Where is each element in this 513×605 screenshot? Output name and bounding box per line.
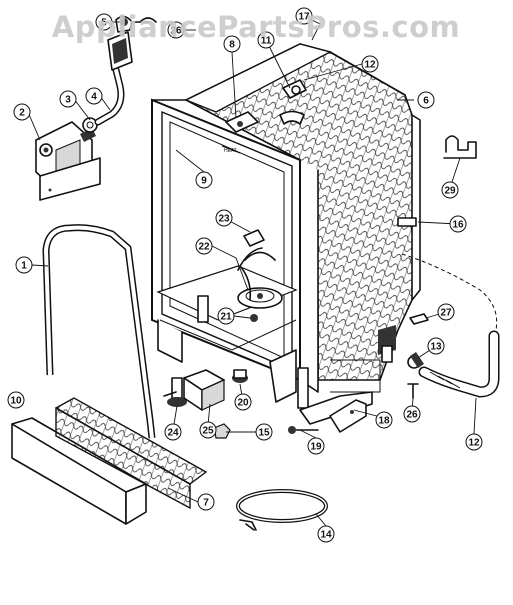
- svg-text:12: 12: [468, 438, 480, 449]
- callout-13: 13: [427, 337, 445, 355]
- callout-4: 4: [85, 87, 103, 105]
- fill-funnel-assembly: [107, 15, 157, 71]
- svg-text:4: 4: [91, 92, 97, 103]
- svg-text:20: 20: [237, 398, 249, 409]
- callout-10: 10: [7, 391, 25, 409]
- svg-text:26: 26: [406, 410, 418, 421]
- svg-text:10: 10: [10, 396, 22, 407]
- svg-text:11: 11: [261, 36, 272, 47]
- nut-part: [213, 423, 231, 439]
- svg-text:6: 6: [423, 96, 429, 107]
- svg-text:29: 29: [444, 186, 456, 197]
- svg-text:22: 22: [198, 242, 210, 253]
- callout-8: 8: [223, 35, 241, 53]
- callout-2: 2: [13, 103, 31, 121]
- callout-11: 11: [257, 31, 275, 49]
- callout-22: 22: [195, 237, 213, 255]
- callout-5: 5: [95, 13, 113, 31]
- callout-12-top: 12: [361, 55, 379, 73]
- callout-1: 1: [15, 256, 33, 274]
- svg-text:15: 15: [258, 428, 270, 439]
- water-inlet-valve: [35, 121, 101, 201]
- svg-text:5: 5: [101, 18, 107, 29]
- svg-text:26: 26: [170, 26, 182, 37]
- svg-text:HEAT: HEAT: [224, 148, 237, 154]
- callout-labels: 1 2 3 4 5 6 7 8 9 10 11 12 12 13 14 15 1…: [7, 7, 483, 543]
- callout-26-right: 26: [403, 405, 421, 423]
- svg-text:23: 23: [218, 214, 230, 225]
- callout-16: 16: [449, 215, 467, 233]
- svg-text:24: 24: [167, 428, 179, 439]
- svg-text:17: 17: [298, 12, 310, 23]
- hose-clip: [443, 135, 477, 159]
- svg-text:12: 12: [364, 60, 376, 71]
- svg-text:9: 9: [201, 176, 207, 187]
- svg-text:25: 25: [202, 426, 214, 437]
- svg-text:13: 13: [430, 342, 442, 353]
- tub-bottom: [156, 247, 396, 425]
- glide-block: [183, 369, 225, 411]
- callout-26-top: 26: [167, 21, 185, 39]
- svg-text:1: 1: [21, 261, 27, 272]
- svg-text:8: 8: [229, 40, 235, 51]
- hose-clamp: [82, 117, 98, 133]
- callout-17: 17: [295, 7, 313, 25]
- callout-18: 18: [375, 411, 393, 429]
- leveling-leg: [163, 377, 187, 407]
- svg-text:19: 19: [310, 442, 322, 453]
- callout-9: 9: [195, 171, 213, 189]
- callout-14: 14: [317, 525, 335, 543]
- callout-24: 24: [164, 423, 182, 441]
- callout-23: 23: [215, 209, 233, 227]
- callout-3: 3: [59, 90, 77, 108]
- svg-text:2: 2: [19, 108, 25, 119]
- svg-text:16: 16: [452, 220, 464, 231]
- glide-foot: [232, 369, 248, 383]
- callout-20: 20: [234, 393, 252, 411]
- svg-text:3: 3: [65, 95, 71, 106]
- callout-21: 21: [217, 307, 235, 325]
- svg-text:18: 18: [378, 416, 390, 427]
- svg-text:21: 21: [220, 312, 232, 323]
- callout-29: 29: [441, 181, 459, 199]
- callout-15: 15: [255, 423, 273, 441]
- heating-element-ring: [236, 489, 328, 531]
- svg-text:14: 14: [320, 530, 332, 541]
- callout-19: 19: [307, 437, 325, 455]
- callout-12-bottom: 12: [465, 433, 483, 451]
- callout-25: 25: [199, 421, 217, 439]
- callout-7: 7: [197, 493, 215, 511]
- callout-6: 6: [417, 91, 435, 109]
- leveling-screw: [288, 426, 296, 434]
- callout-27: 27: [437, 303, 455, 321]
- svg-text:27: 27: [440, 308, 452, 319]
- svg-text:7: 7: [203, 498, 209, 509]
- mounting-bracket: [329, 399, 367, 433]
